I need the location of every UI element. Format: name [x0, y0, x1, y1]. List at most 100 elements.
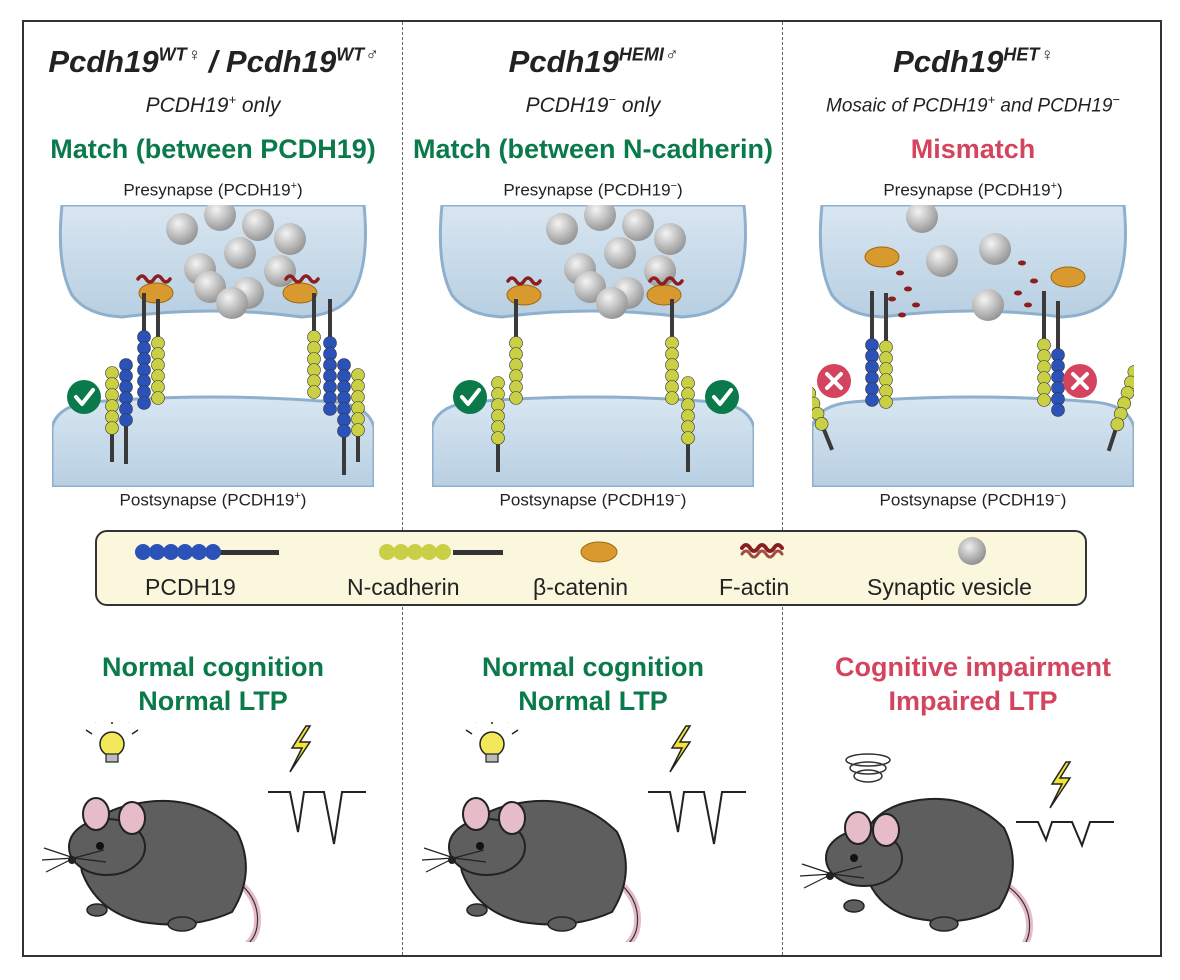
- outcome-text: Cognitive impairment Impaired LTP: [784, 650, 1162, 718]
- panel-title: Pcdh19WT♀ / Pcdh19WT♂: [48, 44, 378, 79]
- outcome-text: Normal cognition Normal LTP: [24, 650, 402, 718]
- panel-subtitle: Mosaic of PCDH19+ and PCDH19−: [826, 92, 1120, 117]
- lightbulb-icon: [465, 722, 519, 763]
- synaptic-vesicle: [242, 209, 274, 241]
- presynapse-label: Presynapse (PCDH19−): [503, 180, 683, 200]
- pcdh19-molecule: [137, 293, 151, 410]
- synaptic-vesicle: [906, 205, 938, 233]
- mouse-icon: [41, 797, 262, 942]
- postsynaptic-terminal: [812, 395, 1134, 487]
- f-actin-fragment: [1030, 278, 1038, 284]
- postsynaptic-terminal: [432, 395, 754, 487]
- n-cadherin-molecule: [812, 386, 834, 451]
- ltp-trace: [268, 791, 366, 845]
- match-status: Match (between PCDH19): [50, 134, 376, 164]
- outcome-text: Normal cognition Normal LTP: [404, 650, 782, 718]
- beta-catenin: [282, 282, 318, 304]
- f-actin-squiggle-icon: [740, 543, 784, 559]
- pcdh19-molecule: [119, 358, 133, 464]
- pcdh19-molecule: [1051, 301, 1065, 417]
- f-actin-fragment: [898, 312, 906, 318]
- f-actin: [506, 276, 542, 286]
- cognition-outcome: Normal cognition: [102, 652, 324, 682]
- panel-subtitle: PCDH19− only: [525, 92, 661, 117]
- pcdh19-bead-chain-icon: [135, 544, 279, 560]
- synaptic-vesicle: [166, 213, 198, 245]
- ltp-outcome: Impaired LTP: [888, 686, 1058, 716]
- n-cadherin-bead-chain-icon: [379, 544, 503, 560]
- postsynapse-label: Postsynapse (PCDH19−): [499, 490, 687, 510]
- pcdh19-molecule: [337, 358, 351, 475]
- match-status: Match (between N-cadherin): [412, 134, 774, 164]
- synapse-illustration: [52, 205, 374, 487]
- legend-label: Synaptic vesicle: [867, 574, 1032, 600]
- lightning-icon: [289, 725, 312, 773]
- n-cadherin-molecule: [665, 299, 679, 405]
- cross-icon: [817, 364, 851, 398]
- n-cadherin-molecule: [307, 293, 321, 399]
- postsynapse-label: Postsynapse (PCDH19+): [119, 490, 307, 510]
- synaptic-vesicle: [264, 255, 296, 287]
- mouse-ltp-cartoon: [41, 722, 366, 942]
- legend-box: PCDH19 N-cadherin β-catenin F-actin Syna…: [95, 530, 1087, 606]
- f-actin-fragment: [904, 286, 912, 292]
- legend-item-f-actin: F-actin: [719, 532, 819, 604]
- figure-frame: [22, 20, 1162, 957]
- beta-catenin: [646, 284, 682, 306]
- synaptic-vesicle: [584, 205, 616, 231]
- legend-label: β-catenin: [533, 574, 629, 600]
- synaptic-vesicle: [574, 271, 606, 303]
- n-cadherin-molecule: [105, 366, 119, 462]
- f-actin-fragment: [896, 270, 904, 276]
- postsynapse-label: Postsynapse (PCDH19−): [879, 490, 1067, 510]
- synaptic-vesicle: [216, 287, 248, 319]
- legend-item-synaptic-vesicle: Synaptic vesicle: [867, 532, 1087, 604]
- synaptic-vesicle: [596, 287, 628, 319]
- legend-label: N-cadherin: [347, 574, 460, 600]
- synaptic-vesicle: [204, 205, 236, 231]
- presynapse-label: Presynapse (PCDH19+): [883, 180, 1063, 200]
- check-icon: [67, 380, 101, 414]
- beta-catenin-oval-icon: [580, 541, 618, 563]
- synaptic-vesicle: [926, 245, 958, 277]
- synaptic-vesicle: [654, 223, 686, 255]
- panel-divider: [402, 22, 403, 955]
- synaptic-vesicle: [979, 233, 1011, 265]
- ltp-trace: [648, 791, 746, 845]
- mouse-icon: [799, 797, 1034, 942]
- ltp-outcome: Normal LTP: [518, 686, 668, 716]
- synaptic-vesicle: [194, 271, 226, 303]
- synaptic-vesicle: [622, 209, 654, 241]
- ltp-outcome: Normal LTP: [138, 686, 288, 716]
- n-cadherin-molecule: [509, 299, 523, 405]
- legend-item-n-cadherin: N-cadherin: [347, 532, 547, 604]
- f-actin: [284, 274, 320, 284]
- n-cadherin-molecule: [351, 368, 365, 462]
- panel-subtitle: PCDH19+ only: [145, 92, 281, 117]
- n-cadherin-molecule: [681, 376, 695, 472]
- n-cadherin-molecule: [491, 376, 505, 472]
- panel-hemizygous: Pcdh19HEMI♂ PCDH19− only Match (between …: [404, 22, 782, 952]
- cognition-outcome: Cognitive impairment: [834, 652, 1112, 682]
- panel-title: Pcdh19HET♀: [893, 44, 1053, 79]
- f-actin-fragment: [1024, 302, 1032, 308]
- pcdh19-molecule: [323, 299, 337, 416]
- lightning-icon: [669, 725, 692, 773]
- f-actin: [648, 276, 684, 286]
- f-actin-fragment: [888, 296, 896, 302]
- f-actin-fragment: [1014, 290, 1022, 296]
- mouse-ltp-cartoon: [421, 722, 746, 942]
- legend-item-beta-catenin: β-catenin: [533, 532, 673, 604]
- f-actin: [136, 274, 172, 284]
- panel-heterozygous: Pcdh19HET♀ Mosaic of PCDH19+ and PCDH19−…: [784, 22, 1162, 952]
- synapse-illustration: [812, 205, 1134, 487]
- mouse-icon: [421, 797, 642, 942]
- synaptic-vesicle: [224, 237, 256, 269]
- n-cadherin-molecule: [1106, 365, 1134, 452]
- lightbulb-icon: [85, 722, 139, 763]
- n-cadherin-molecule: [879, 293, 893, 409]
- panel-wildtype: Pcdh19WT♀ / Pcdh19WT♂ PCDH19+ only Match…: [24, 22, 402, 952]
- check-icon: [705, 380, 739, 414]
- pcdh19-molecule: [865, 291, 879, 407]
- synaptic-vesicle: [604, 237, 636, 269]
